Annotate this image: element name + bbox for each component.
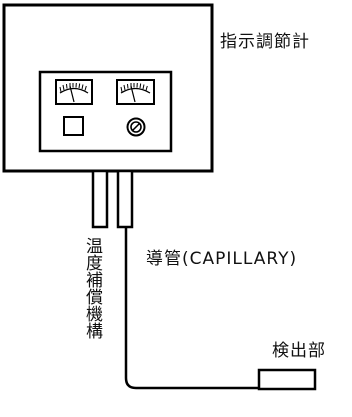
detector-body bbox=[257, 368, 317, 391]
capillary-tube bbox=[116, 169, 134, 229]
capillary-label: 導管(CAPILLARY) bbox=[146, 249, 298, 269]
indicator-controller-label: 指示調節計 bbox=[220, 32, 310, 52]
left-meter-icon bbox=[55, 79, 93, 105]
right-meter-icon bbox=[116, 79, 155, 105]
capillary-line bbox=[124, 227, 258, 390]
dial-knob-icon bbox=[126, 117, 146, 137]
temperature-compensation-label: 温度補償機構 bbox=[82, 237, 102, 339]
detector-label: 検出部 bbox=[272, 341, 326, 361]
compensation-tube bbox=[91, 169, 109, 229]
square-switch-icon bbox=[63, 116, 84, 136]
